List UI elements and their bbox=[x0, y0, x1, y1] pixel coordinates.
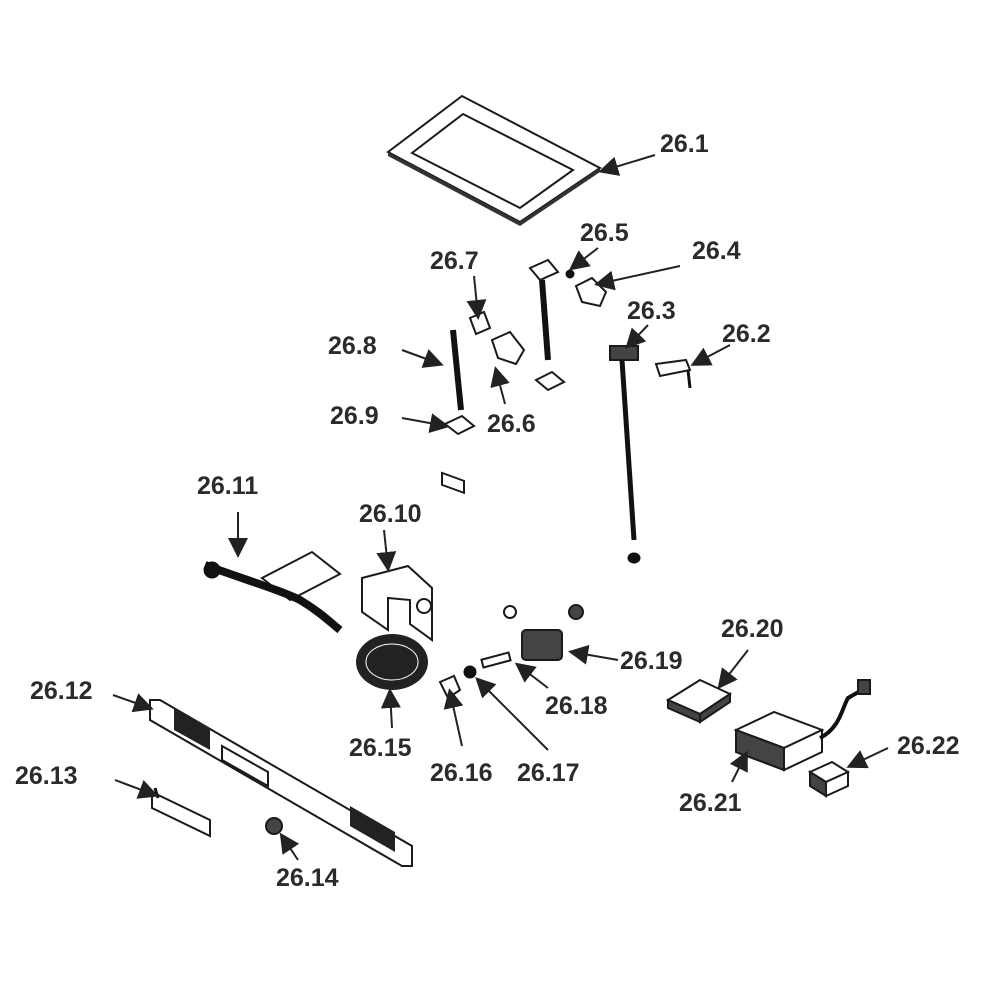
label-26-14: 26.14 bbox=[276, 864, 339, 892]
part-small-bracket bbox=[654, 358, 692, 389]
label-26-12: 26.12 bbox=[30, 677, 93, 705]
part-connector-module bbox=[807, 760, 851, 798]
label-26-4: 26.4 bbox=[692, 237, 741, 265]
label-26-9: 26.9 bbox=[330, 402, 379, 430]
label-26-20: 26.20 bbox=[721, 615, 784, 643]
part-control-box bbox=[733, 679, 871, 772]
leader-arrows bbox=[112, 154, 889, 861]
label-26-18: 26.18 bbox=[545, 692, 608, 720]
label-26-3: 26.3 bbox=[627, 297, 676, 325]
part-wire-coil bbox=[356, 634, 428, 690]
label-26-19: 26.19 bbox=[620, 647, 683, 675]
label-26-21: 26.21 bbox=[679, 789, 742, 817]
label-26-17: 26.17 bbox=[517, 759, 580, 787]
label-26-7: 26.7 bbox=[430, 247, 479, 275]
label-26-6: 26.6 bbox=[487, 410, 536, 438]
label-26-16: 26.16 bbox=[430, 759, 493, 787]
label-26-2: 26.2 bbox=[722, 320, 771, 348]
part-left-rod-assembly bbox=[441, 310, 526, 495]
label-26-10: 26.10 bbox=[359, 500, 422, 528]
label-26-5: 26.5 bbox=[580, 219, 629, 247]
label-26-8: 26.8 bbox=[328, 332, 377, 360]
part-valve-assembly bbox=[438, 604, 584, 700]
label-26-13: 26.13 bbox=[15, 762, 78, 790]
label-26-15: 26.15 bbox=[349, 734, 412, 762]
part-front-panel bbox=[149, 699, 413, 867]
part-thermocouple-cable bbox=[203, 550, 343, 634]
label-26-1: 26.1 bbox=[660, 130, 709, 158]
part-square-pad bbox=[665, 678, 733, 724]
part-right-rod-assembly bbox=[528, 258, 608, 392]
part-long-rod bbox=[609, 345, 641, 564]
part-small-panel bbox=[151, 787, 211, 838]
part-mounting-bracket bbox=[361, 564, 433, 642]
part-frame-gasket bbox=[386, 94, 602, 226]
part-knob bbox=[265, 817, 283, 835]
label-26-11: 26.11 bbox=[197, 472, 258, 500]
label-26-22: 26.22 bbox=[897, 732, 960, 760]
